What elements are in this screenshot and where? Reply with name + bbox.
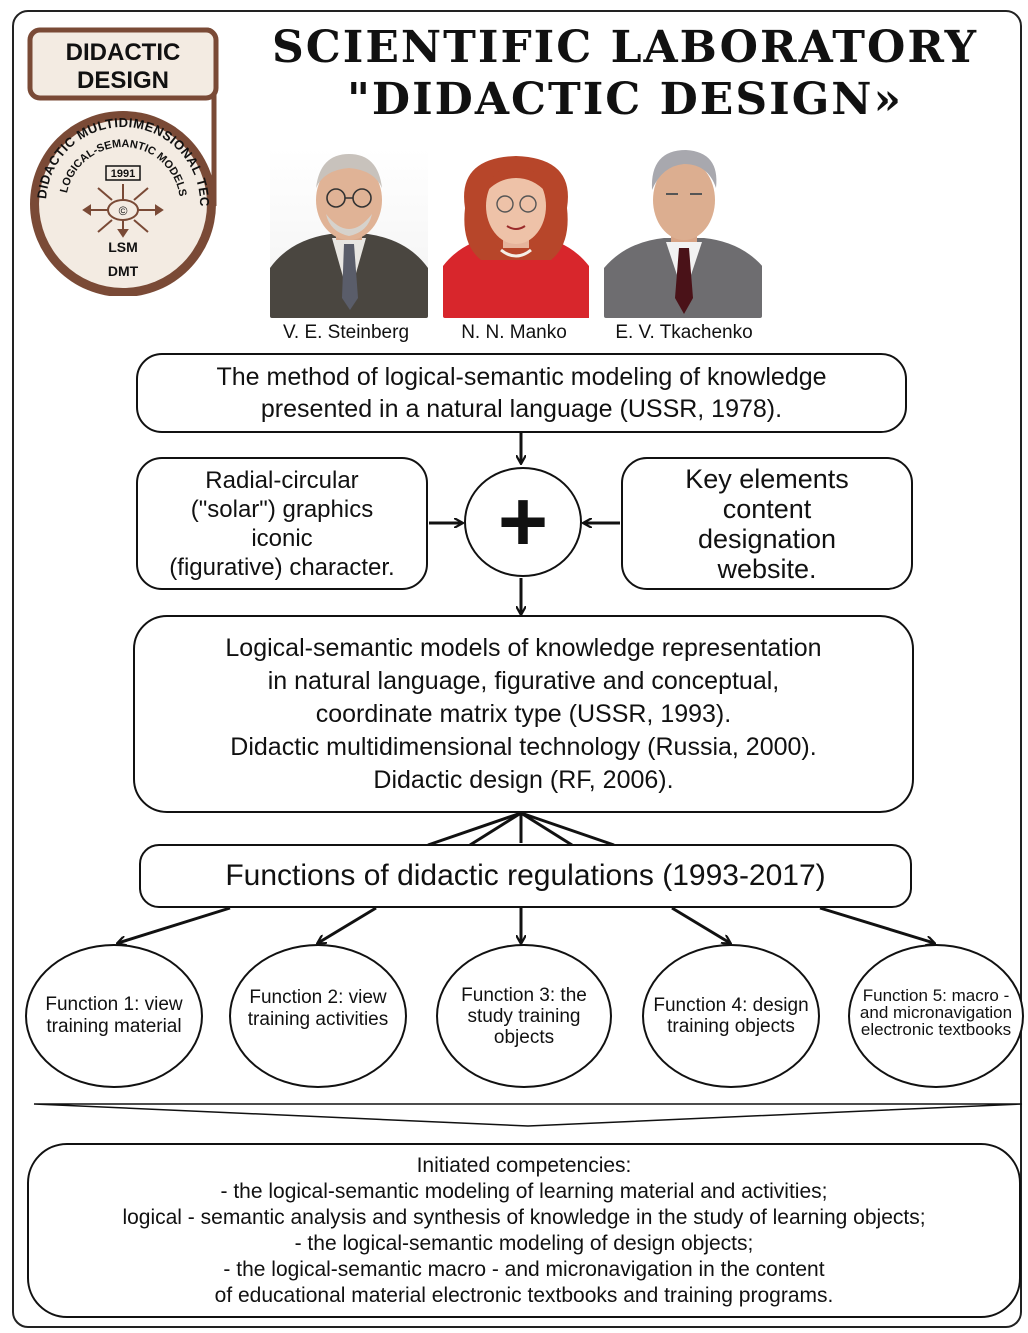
logo-dmt: DMT — [108, 263, 139, 279]
function-5: Function 5: macro - and micronavigation … — [848, 944, 1024, 1088]
logo-name-line2: DESIGN — [77, 67, 169, 94]
function-1-line: view training — [46, 994, 183, 1037]
models-line3: coordinate matrix type (USSR, 1993). — [315, 699, 732, 728]
name-manko: N. N. Manko — [461, 322, 567, 343]
title-line2: "DIDACTIC DESIGN» — [347, 74, 903, 125]
function-2-line: view training — [247, 987, 387, 1030]
content-line4: website. — [717, 553, 817, 584]
models-box: Logical-semantic models of knowledge rep… — [133, 615, 914, 813]
competency-item: - the logical-semantic macro - and micro… — [223, 1257, 825, 1281]
content-line3: designation — [697, 523, 837, 554]
name-steinberg: V. E. Steinberg — [282, 322, 410, 343]
function-2-line: activities — [315, 1009, 389, 1030]
competency-item: of educational material electronic textb… — [214, 1283, 834, 1307]
content-designation-box: Key elements content designation website… — [621, 457, 913, 590]
graphics-line3: iconic — [251, 524, 313, 552]
function-3-line: training — [518, 1005, 581, 1027]
plus-icon: + — [497, 474, 549, 570]
graphics-line1: Radial-circular — [205, 466, 359, 494]
function-5-line: micronavigation — [893, 1002, 1013, 1022]
function-2-line: Function 2: — [249, 987, 344, 1008]
name-tkachenko: E. V. Tkachenko — [615, 322, 753, 343]
function-5-line: macro - and — [859, 985, 1010, 1022]
plus-circle: + — [464, 467, 582, 577]
title-line1: SCIENTIFIC LABORATORY — [271, 22, 979, 73]
function-4: Function 4: design training objects — [642, 944, 820, 1088]
competency-item: - the logical-semantic modeling of desig… — [294, 1231, 754, 1255]
method-line2: presented in a natural language (USSR, 1… — [260, 395, 783, 423]
function-4-line: design — [752, 995, 809, 1016]
function-3-line: Function 3: — [461, 984, 556, 1006]
function-5-line: electronic — [860, 1019, 934, 1039]
models-line2: in natural language, figurative and conc… — [267, 666, 780, 695]
logo-year: 1991 — [111, 168, 135, 180]
competency-item: logical - semantic analysis and synthesi… — [122, 1205, 926, 1229]
competencies-box: Initiated competencies: - the logical-se… — [27, 1143, 1021, 1318]
logo-lsm: LSM — [108, 239, 138, 255]
logo-name-line1: DIDACTIC — [66, 39, 181, 66]
models-line4: Didactic multidimensional technology (Ru… — [230, 732, 817, 761]
content-line1: Key elements — [685, 463, 849, 494]
method-box: The method of logical-semantic modeling … — [136, 353, 907, 433]
function-2: Function 2: view training activities — [229, 944, 407, 1088]
graphics-line4: (figurative) character. — [169, 553, 395, 581]
page-title: SCIENTIFIC LABORATORY "DIDACTIC DESIGN» — [230, 22, 1020, 126]
competency-item: - the logical-semantic modeling of learn… — [220, 1179, 828, 1203]
functions-title-box: Functions of didactic regulations (1993-… — [139, 844, 912, 908]
function-3-line: objects — [493, 1026, 555, 1048]
functions-title: Functions of didactic regulations (1993-… — [225, 859, 826, 892]
function-1-line: Function 1: — [45, 994, 140, 1015]
portrait-manko — [443, 148, 601, 318]
graphics-line2: ("solar") graphics — [190, 495, 374, 523]
function-5-line: textbooks — [938, 1019, 1012, 1039]
portrait-tkachenko — [604, 148, 762, 318]
logo-copyright: © — [119, 204, 128, 218]
function-4-line: Function 4: — [653, 995, 748, 1016]
competencies-heading: Initiated competencies: — [416, 1153, 632, 1177]
solar-arrows-icon — [82, 184, 164, 238]
function-5-line: Function 5: — [862, 985, 947, 1005]
graphics-box: Radial-circular ("solar") graphics iconi… — [136, 457, 428, 590]
page-frame — [12, 10, 1022, 1328]
portrait-steinberg — [270, 148, 428, 318]
lab-logo: DIDACTIC DESIGN DIDACTIC MULTIDIMENSIONA… — [19, 14, 224, 297]
models-line5: Didactic design (RF, 2006). — [373, 765, 674, 794]
function-3-line: the study — [467, 984, 587, 1027]
function-4-line: objects — [734, 1016, 795, 1037]
models-line1: Logical-semantic models of knowledge rep… — [225, 633, 822, 662]
function-3: Function 3: the study training objects — [436, 944, 612, 1088]
method-line1: The method of logical-semantic modeling … — [216, 363, 827, 391]
content-line2: content — [722, 493, 812, 524]
function-4-line: training — [667, 1016, 730, 1037]
function-1: Function 1: view training material — [25, 944, 203, 1088]
function-1-line: material — [114, 1016, 182, 1037]
